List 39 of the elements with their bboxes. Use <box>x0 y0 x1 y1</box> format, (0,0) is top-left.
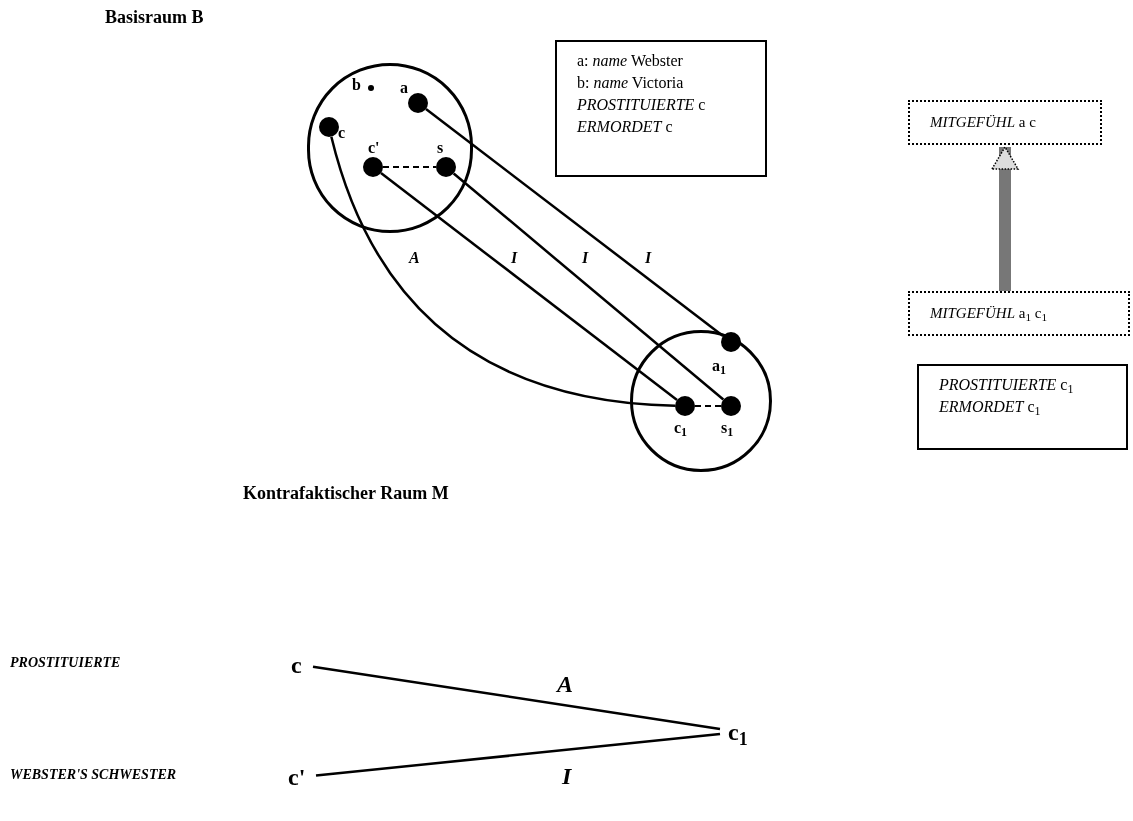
text-box <box>917 364 1128 450</box>
connector-line <box>330 136 676 408</box>
arrow <box>991 146 1019 291</box>
connector-line <box>452 172 725 401</box>
text-line: b: name Victoria <box>577 73 685 93</box>
space-title: Kontrafaktischer Raum M <box>243 484 449 502</box>
text-line: c' <box>288 765 306 789</box>
point-label: b <box>352 77 361 93</box>
point-label: c$_{1}$ <box>674 420 688 436</box>
point-label: a <box>400 80 408 96</box>
dashed-line <box>694 405 722 407</box>
text-line: c$_{1}$ <box>728 720 748 744</box>
edge-label: I <box>511 250 518 266</box>
point-label: c <box>338 125 346 141</box>
point-label: a$_{1}$ <box>712 358 726 374</box>
connector-line <box>315 732 721 777</box>
text-line: c <box>291 653 302 677</box>
point-label: s$_{1}$ <box>721 420 734 436</box>
dotted-box <box>908 100 1102 145</box>
text-line: a: name Webster <box>577 51 684 71</box>
dotted-box <box>908 291 1130 336</box>
space-title: Basisraum B <box>105 8 204 26</box>
dashed-line <box>382 166 437 168</box>
edge-label: I <box>582 250 589 266</box>
text-box <box>555 40 767 177</box>
text-line: MITGEFÜHL a c <box>930 113 1036 133</box>
edge-label: A <box>409 250 420 266</box>
text-line: ERMORDET c <box>577 117 674 137</box>
text-line: PROSTITUIERTE c <box>577 95 707 115</box>
edge-label: I <box>645 250 652 266</box>
point-label: c' <box>368 140 380 156</box>
text-line: PROSTITUIERTE c$_{1}$ <box>939 375 1075 396</box>
space-title: WEBSTER'S SCHWESTER <box>10 768 177 782</box>
text-line: MITGEFÜHL a$_{1}$ c$_{1}$ <box>930 304 1048 325</box>
space-title: PROSTITUIERTE <box>10 656 121 670</box>
point-label: s <box>437 140 444 156</box>
text-line: ERMORDET c$_{1}$ <box>939 397 1042 418</box>
connector-line <box>380 172 678 401</box>
connector-line <box>312 665 721 731</box>
